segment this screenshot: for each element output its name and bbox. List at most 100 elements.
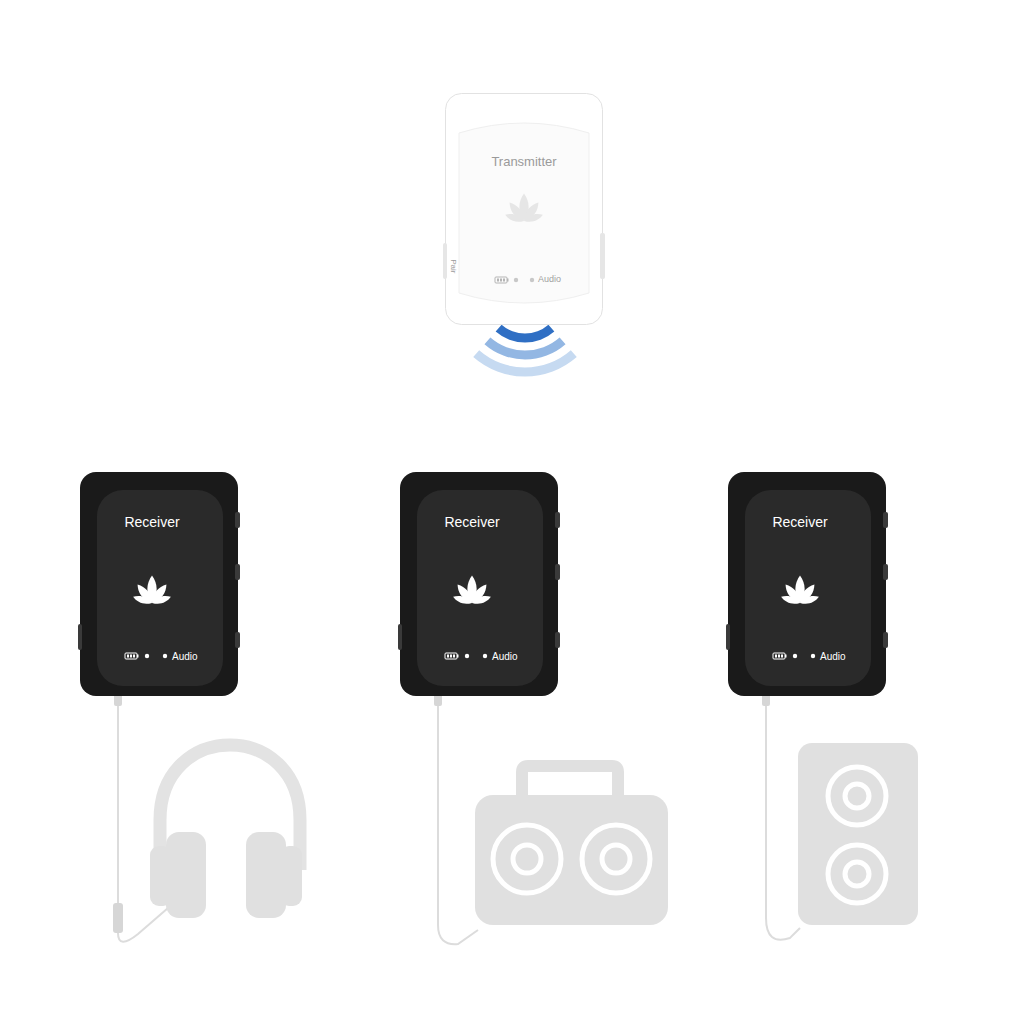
side-button (883, 564, 888, 580)
receiver-housing (80, 472, 238, 696)
battery-icon (445, 653, 459, 659)
side-button (555, 564, 560, 580)
receiver-housing (400, 472, 558, 696)
transmitter-housing (446, 94, 603, 325)
battery-bar (775, 655, 777, 658)
battery-tip (785, 655, 787, 658)
indicator-label: Audio (538, 275, 561, 285)
battery-outline (495, 277, 507, 283)
side-button (883, 632, 888, 648)
battery-bar (127, 655, 129, 658)
transmitter-device: TransmitterAudio (445, 93, 603, 325)
battery-bar (503, 279, 505, 282)
speaker-ring (828, 767, 886, 825)
plug (113, 903, 123, 933)
speaker-cone (845, 862, 869, 886)
speaker-ring (493, 825, 561, 893)
led-dot (483, 654, 487, 658)
indicator-label: Audio (820, 651, 846, 662)
ear-pad (280, 846, 302, 906)
handle (522, 766, 618, 798)
front-panel (417, 490, 543, 686)
speaker-cone (602, 845, 630, 873)
led-dot (465, 654, 469, 658)
button-label: Pair (448, 259, 457, 273)
device-title: Receiver (124, 515, 179, 530)
led-dot (163, 654, 167, 658)
device-title: Transmitter (491, 155, 556, 169)
lotus-logo (132, 575, 172, 606)
battery-bar (453, 655, 455, 658)
logo-petal (132, 594, 153, 606)
battery-bar (450, 655, 452, 658)
speaker-ring (828, 845, 886, 903)
speaker-cone (513, 845, 541, 873)
audio-cables (118, 704, 800, 944)
battery-outline (773, 653, 785, 659)
speaker-cone (845, 784, 869, 808)
speaker-icon (798, 743, 918, 925)
device-title: Receiver (772, 515, 827, 530)
logo-petal (452, 594, 473, 606)
boombox-icon (475, 766, 668, 925)
logo-petal (799, 594, 820, 606)
receiver-device: ReceiverAudio (728, 472, 886, 696)
side-button (443, 243, 447, 279)
wireless-signal (473, 325, 577, 377)
receiver-housing (728, 472, 886, 696)
led-dot (514, 278, 518, 282)
battery-icon (773, 653, 787, 659)
logo-petal (151, 594, 172, 606)
front-panel (745, 490, 871, 686)
cable (766, 704, 800, 940)
indicator-label: Audio (172, 651, 198, 662)
side-switch (726, 624, 730, 650)
device-title: Receiver (444, 515, 499, 530)
ear-pad (150, 846, 172, 906)
led-dot (811, 654, 815, 658)
battery-tip (507, 279, 509, 282)
indicator-label: Audio (492, 651, 518, 662)
device-outline (728, 472, 886, 696)
signal-wave (473, 350, 577, 376)
boombox-body (475, 795, 668, 925)
battery-bar (500, 279, 502, 282)
battery-bar (781, 655, 783, 658)
signal-wave (496, 325, 555, 343)
device-outline (400, 472, 558, 696)
headphones-icon (150, 745, 302, 918)
battery-bar (133, 655, 135, 658)
battery-bar (778, 655, 780, 658)
battery-bar (447, 655, 449, 658)
cable (117, 704, 119, 903)
battery-tip (457, 655, 459, 658)
device-outline (80, 472, 238, 696)
battery-icon (125, 653, 139, 659)
logo-petal (523, 212, 544, 224)
cable (438, 704, 478, 944)
battery-icon (495, 277, 509, 283)
receiver-device: ReceiverAudio (400, 472, 558, 696)
side-button (883, 512, 888, 528)
cable (118, 908, 168, 942)
led-dot (793, 654, 797, 658)
lotus-logo (504, 193, 544, 224)
logo-petal (504, 212, 525, 224)
device-outline (445, 93, 603, 325)
logo-petal (471, 594, 492, 606)
side-switch (398, 624, 402, 650)
receiver-device: ReceiverAudio (80, 472, 238, 696)
logo-petal (780, 594, 801, 606)
side-button (555, 632, 560, 648)
signal-wave (484, 337, 565, 359)
led-dot (145, 654, 149, 658)
battery-outline (125, 653, 137, 659)
side-button (235, 512, 240, 528)
battery-tip (137, 655, 139, 658)
battery-bar (497, 279, 499, 282)
speaker-body (798, 743, 918, 925)
lotus-logo (780, 575, 820, 606)
side-port (600, 233, 605, 279)
side-button (555, 512, 560, 528)
led-dot (530, 278, 534, 282)
